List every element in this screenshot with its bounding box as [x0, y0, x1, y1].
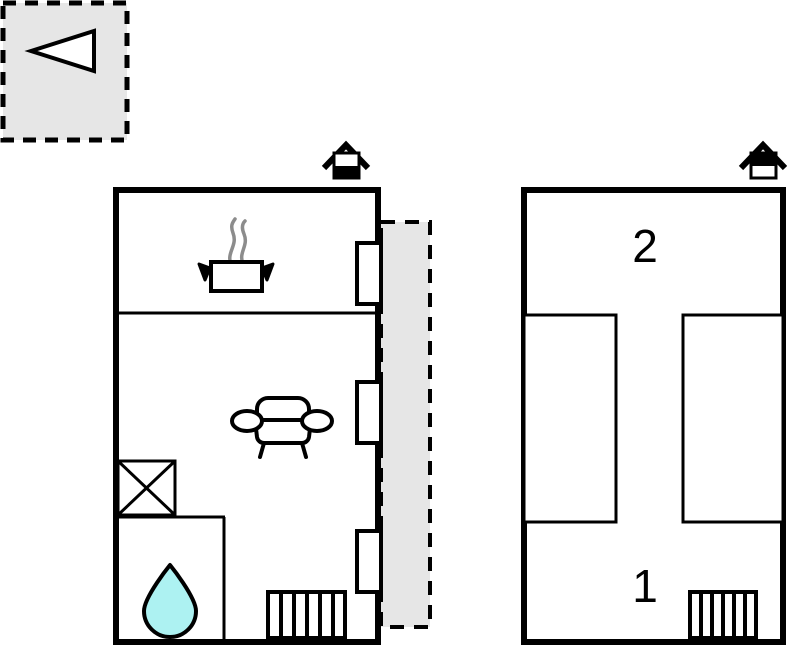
bed-icon	[522, 313, 618, 524]
orientation-indicator	[0, 0, 130, 143]
window-icon	[355, 380, 383, 445]
bed-left	[522, 313, 618, 524]
orientation-box-outline	[0, 0, 130, 143]
window-upper	[355, 241, 383, 306]
sofa-icon	[230, 396, 334, 459]
window-lower	[355, 529, 383, 594]
window-icon	[355, 241, 383, 306]
ground-floor-partitions	[116, 311, 378, 642]
radiator-icon	[688, 590, 758, 640]
bed-icon	[681, 313, 785, 524]
terrace	[379, 220, 432, 629]
arrow-left-triangle-icon	[24, 28, 96, 74]
radiator-icon	[266, 590, 347, 640]
room-label-1: 1	[632, 560, 658, 612]
terrace-outline	[379, 220, 432, 629]
water-drop-icon	[142, 563, 198, 639]
bed-right	[681, 313, 785, 524]
window-icon	[355, 529, 383, 594]
house-ground-floor-icon	[321, 140, 371, 180]
window-middle	[355, 380, 383, 445]
cooking-pot-icon	[197, 217, 275, 293]
room-label-2: 2	[632, 220, 658, 272]
crossed-box-icon-stroke-b	[116, 459, 177, 517]
house-upper-floor-icon	[738, 140, 787, 180]
